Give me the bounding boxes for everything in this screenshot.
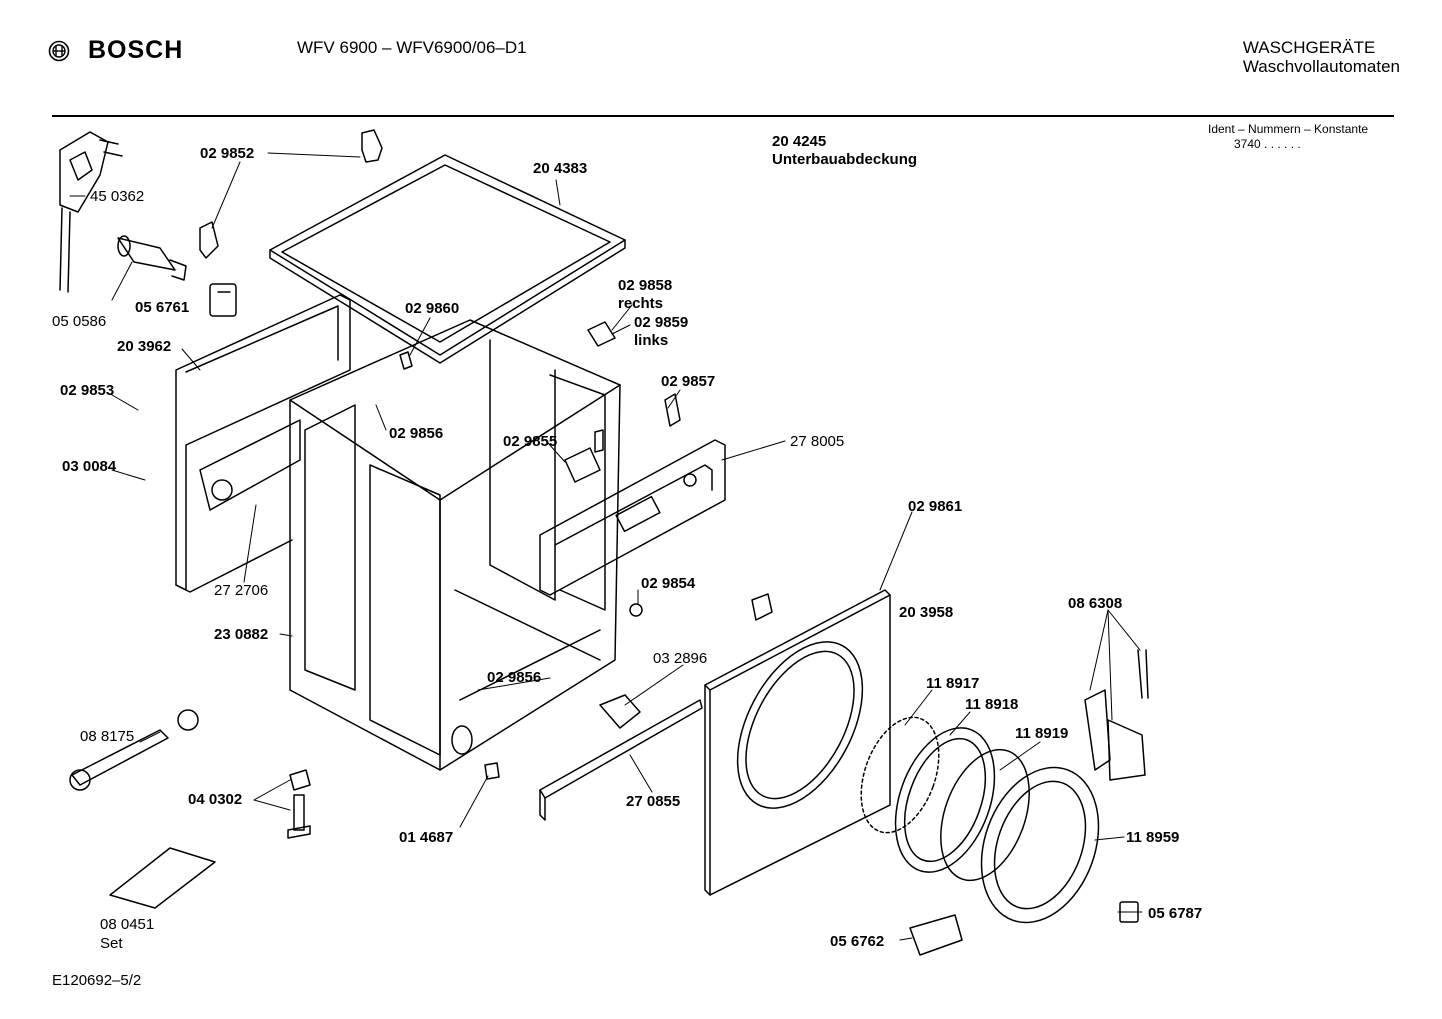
part-label-040302: 04 0302 <box>188 791 243 808</box>
brand: BOSCH <box>48 36 183 65</box>
part-label-050586: 05 0586 <box>52 313 107 330</box>
part-label-029858: 02 9858 <box>618 277 673 294</box>
part-label-080451-note: Set <box>100 935 123 952</box>
hose-fitting-drawing <box>117 235 187 281</box>
small-brackets-drawing <box>199 129 383 317</box>
part-label-030084: 03 0084 <box>62 458 117 475</box>
part-label-230882: 23 0882 <box>214 626 269 643</box>
part-label-056787: 05 6787 <box>1148 905 1203 922</box>
cabinet-drawing <box>289 319 621 771</box>
part-label-118918: 11 8918 <box>965 696 1019 713</box>
part-label-118919: 11 8919 <box>1015 725 1069 742</box>
model-title: WFV 6900 – WFV6900/06–D1 <box>297 38 527 57</box>
part-label-029861: 02 9861 <box>908 498 963 515</box>
control-panel-drawing <box>539 439 726 596</box>
part-label-080451: 08 0451 <box>100 916 155 933</box>
part-label-029853: 02 9853 <box>60 382 115 399</box>
bosch-logo-icon <box>48 40 70 61</box>
part-label-029856-upper: 02 9856 <box>389 425 444 442</box>
part-label-088175: 08 8175 <box>80 728 135 745</box>
category: WASCHGERÄTE Waschvollautomaten <box>1243 38 1400 76</box>
part-label-029854: 02 9854 <box>641 575 696 592</box>
part-label-056762: 05 6762 <box>830 933 885 950</box>
part-label-118917: 11 8917 <box>926 675 980 692</box>
cabinet-clips-drawing <box>399 321 681 617</box>
door-rings-drawing <box>860 716 1100 924</box>
part-label-029855: 02 9855 <box>503 433 558 450</box>
part-label-204383: 20 4383 <box>533 160 588 177</box>
side-panel-drawing <box>175 294 351 593</box>
brand-name: BOSCH <box>88 36 184 64</box>
ident-label: Ident – Nummern – Konstante <box>1208 122 1369 136</box>
part-label-029858-note: rechts <box>618 295 664 312</box>
drawing-id: E120692–5/2 <box>52 972 142 989</box>
part-label-086308: 08 6308 <box>1068 595 1123 612</box>
bottom-parts-drawing <box>69 694 1139 956</box>
part-label-014687: 01 4687 <box>399 829 454 846</box>
assembly-number: 20 4245 <box>772 133 827 150</box>
door-strip-drawing <box>539 699 703 821</box>
leader-lines <box>69 152 1143 941</box>
part-label-032896: 03 2896 <box>653 650 708 667</box>
ident-block: Ident – Nummern – Konstante 3740 . . . .… <box>1208 122 1368 152</box>
part-label-029857: 02 9857 <box>661 373 716 390</box>
header-divider <box>52 115 1394 117</box>
part-label-029859: 02 9859 <box>634 314 689 331</box>
part-label-118959: 11 8959 <box>1126 829 1180 846</box>
hinge-set-drawing <box>1084 649 1149 781</box>
part-label-029859-note: links <box>634 332 669 349</box>
part-label-056761: 05 6761 <box>135 299 190 316</box>
part-label-272706: 27 2706 <box>214 582 269 599</box>
assembly-title: 20 4245 Unterbauabdeckung <box>772 133 917 169</box>
part-label-029852: 02 9852 <box>200 145 255 162</box>
category-line-1: WASCHGERÄTE <box>1242 38 1376 57</box>
top-cover-drawing <box>269 154 626 364</box>
mains-plug-drawing <box>59 131 123 293</box>
assembly-name: Unterbauabdeckung <box>772 151 918 168</box>
part-label-029860: 02 9860 <box>405 300 460 317</box>
part-label-029856-lower: 02 9856 <box>487 669 542 686</box>
part-label-203962: 20 3962 <box>117 338 172 355</box>
part-label-203958: 20 3958 <box>899 604 954 621</box>
front-panel-drawing <box>704 589 891 896</box>
part-label-270855: 27 0855 <box>626 793 681 810</box>
ident-value: 3740 . . . . . . <box>1234 137 1301 151</box>
category-line-2: Waschvollautomaten <box>1242 57 1400 76</box>
part-label-278005: 27 8005 <box>790 433 845 450</box>
part-label-450362: 45 0362 <box>90 188 145 205</box>
